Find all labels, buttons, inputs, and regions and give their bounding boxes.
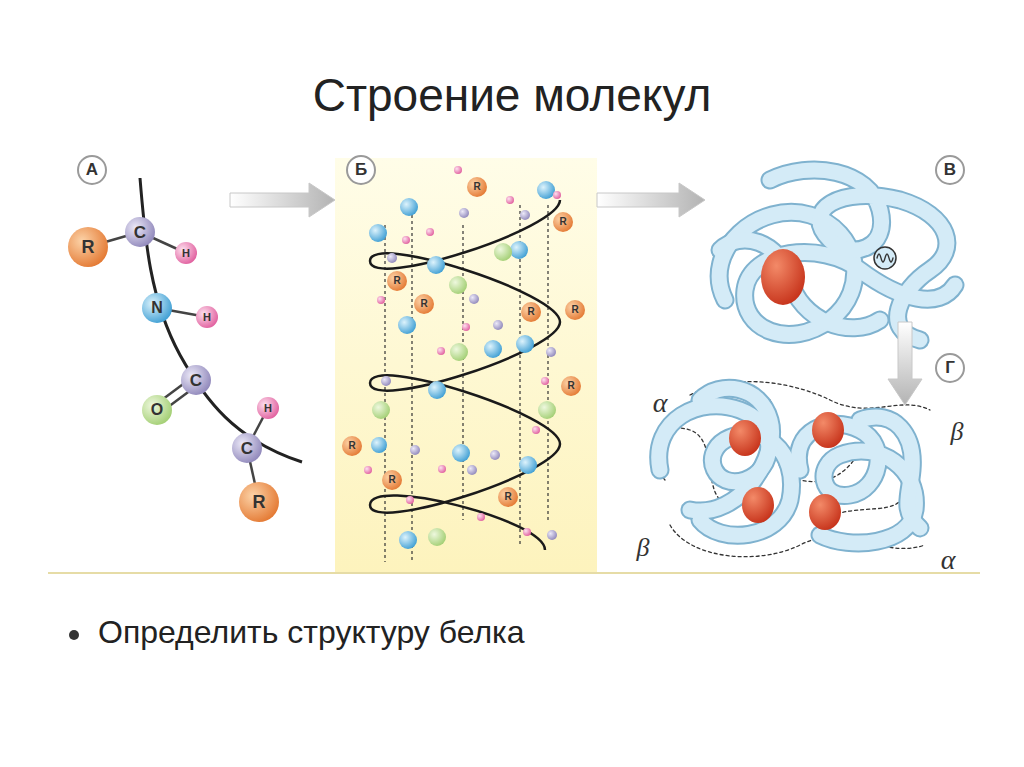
peptide-chain: [68, 178, 302, 522]
tertiary-globule: [719, 170, 955, 340]
panel-letter: Б: [346, 155, 376, 185]
slide-title: Строение молекул: [0, 70, 1024, 121]
structure-panel: Г: [640, 405, 980, 570]
structure-panel: В: [705, 152, 975, 322]
quaternary-complex: [654, 382, 930, 557]
atom-symbol: R: [567, 381, 574, 391]
separator-line: [48, 572, 980, 574]
atom-symbol: R: [82, 238, 95, 256]
atom-symbol: R: [527, 307, 534, 317]
flow-arrow: [230, 183, 335, 217]
atom-symbol: R: [388, 475, 395, 485]
bullet-text: Определить структуру белка: [98, 615, 525, 650]
atom-symbol: R: [559, 217, 566, 227]
atom-symbol: R: [473, 182, 480, 192]
atom-symbol: N: [151, 300, 163, 316]
panel-letter: В: [935, 155, 965, 185]
atom-symbol: H: [182, 248, 190, 259]
atom-symbol: R: [571, 305, 578, 315]
atom-symbol: C: [190, 372, 202, 389]
alpha-helix: [335, 158, 597, 572]
atom-symbol: R: [253, 493, 266, 511]
subunit-label: β: [637, 535, 650, 561]
atom-symbol: R: [348, 441, 355, 451]
atom-symbol: R: [420, 299, 427, 309]
panel-letter: Г: [935, 353, 965, 383]
flow-arrow: [597, 183, 705, 217]
structure-panel: Б: [335, 158, 597, 572]
atom-symbol: C: [134, 224, 146, 241]
bullet-dot: [69, 630, 79, 640]
atom-symbol: O: [151, 402, 163, 418]
subunit-label: β: [951, 419, 964, 445]
atom-symbol: H: [264, 403, 272, 414]
panel-letter: А: [77, 155, 107, 185]
subunit-label: α: [653, 389, 668, 417]
subunit-label: α: [941, 546, 956, 574]
atom-symbol: C: [241, 440, 253, 457]
atom-symbol: R: [393, 276, 400, 286]
structure-panel: А: [40, 152, 230, 522]
atom-symbol: R: [504, 492, 511, 502]
atom-symbol: H: [203, 312, 211, 323]
flow-arrow: [888, 322, 922, 405]
